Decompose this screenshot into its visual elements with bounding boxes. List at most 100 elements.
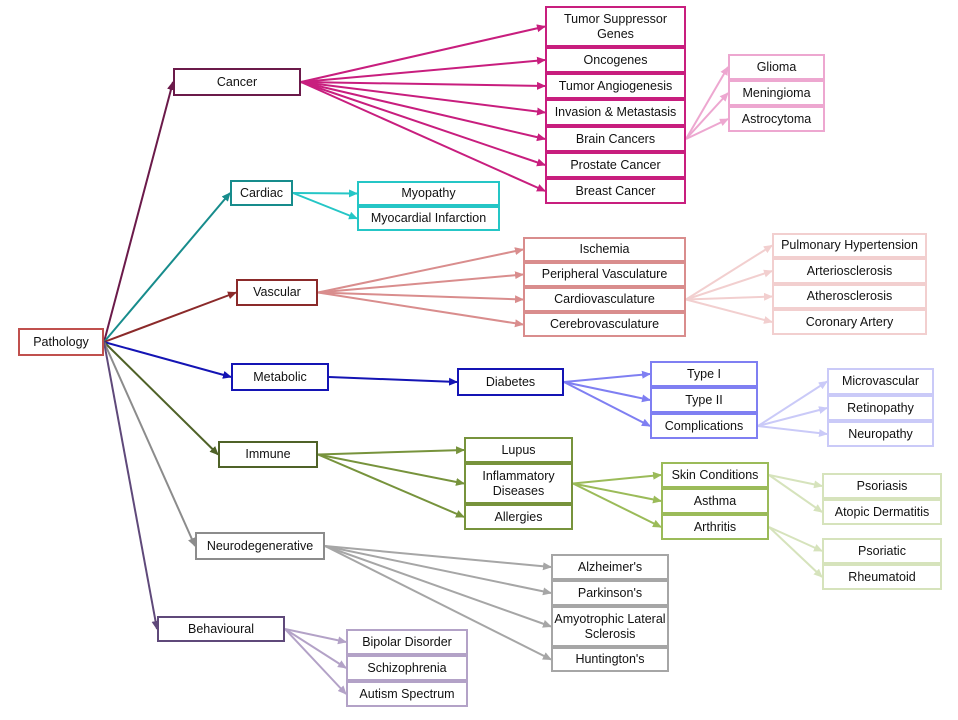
node-parkinson-s-label: Parkinson's — [577, 585, 643, 600]
node-arthritis: Arthritis — [661, 514, 769, 540]
connector-to-diabetes — [328, 376, 458, 386]
node-psoriasis: Psoriasis — [822, 473, 942, 499]
connector-to-bipolar-disorder — [284, 628, 347, 645]
node-diabetes-label: Diabetes — [485, 374, 536, 389]
category-node-behav-label: Behavioural — [187, 621, 254, 636]
node-oncogenes: Oncogenes — [545, 47, 686, 73]
node-bipolar-disorder: Bipolar Disorder — [346, 629, 468, 655]
node-schizophrenia-label: Schizophrenia — [367, 660, 447, 675]
connector-to-myopathy — [292, 189, 358, 198]
node-rheumatoid-label: Rheumatoid — [848, 569, 916, 584]
node-schizophrenia: Schizophrenia — [346, 655, 468, 681]
node-diabetes: Diabetes — [457, 368, 564, 396]
node-meningioma: Meningioma — [728, 80, 825, 106]
connector-to-psoriasis — [768, 474, 823, 489]
node-ischemia: Ischemia — [523, 237, 686, 262]
category-node-metabolic: Metabolic — [231, 363, 329, 391]
connector-root-to-metabolic — [103, 341, 232, 379]
node-bipolar-disorder-label: Bipolar Disorder — [362, 634, 452, 649]
node-coronary-artery: Coronary Artery — [772, 309, 927, 335]
node-tumor-suppressor-genes: Tumor Suppressor Genes — [545, 6, 686, 47]
connector-to-complications — [563, 381, 651, 427]
connector-to-atopic-dermatitis — [768, 474, 823, 513]
node-atopic-dermatitis-label: Atopic Dermatitis — [834, 504, 930, 519]
connector-to-type-ii — [563, 381, 651, 403]
root-node-pathology-label: Pathology — [33, 334, 89, 349]
node-autism-spectrum: Autism Spectrum — [346, 681, 468, 707]
node-peripheral-vasculature-label: Peripheral Vasculature — [541, 267, 668, 281]
node-tumor-angiogenesis-label: Tumor Angiogenesis — [558, 78, 673, 93]
connector-to-ischemia — [317, 247, 524, 294]
connector-to-oncogenes — [300, 56, 546, 83]
node-arteriosclerosis: Arteriosclerosis — [772, 258, 927, 284]
connector-to-type-i — [563, 370, 651, 383]
node-psoriatic: Psoriatic — [822, 538, 942, 564]
node-neuropathy-label: Neuropathy — [848, 426, 913, 441]
connector-root-to-cardiac — [103, 192, 231, 343]
node-retinopathy: Retinopathy — [827, 395, 934, 421]
connector-to-brain-cancers — [300, 81, 546, 142]
connector-to-prostate-cancer — [300, 81, 546, 167]
node-psoriasis-label: Psoriasis — [856, 478, 908, 493]
connector-to-amyotrophic-lateral-sclerosis — [324, 545, 552, 628]
category-node-cardiac: Cardiac — [230, 180, 293, 206]
connector-to-tumor-suppressor-genes — [300, 24, 546, 83]
category-node-cancer-label: Cancer — [216, 74, 258, 89]
category-node-immune-label: Immune — [245, 447, 291, 461]
connector-to-allergies — [317, 453, 465, 518]
node-myocardial-infarction-label: Myocardial Infarction — [370, 211, 487, 225]
node-retinopathy-label: Retinopathy — [847, 400, 914, 415]
node-brain-cancers-label: Brain Cancers — [575, 131, 656, 146]
node-astrocytoma: Astrocytoma — [728, 106, 825, 132]
connector-to-skin-conditions — [572, 471, 662, 485]
node-brain-cancers: Brain Cancers — [545, 126, 686, 152]
connector-to-microvascular — [757, 380, 828, 427]
connector-to-parkinson-s — [324, 545, 552, 596]
node-ischemia-label: Ischemia — [579, 242, 630, 256]
connector-to-arthritis — [572, 482, 662, 528]
node-atherosclerosis: Atherosclerosis — [772, 284, 927, 309]
node-lupus-label: Lupus — [501, 442, 536, 457]
connector-to-huntington-s — [324, 545, 552, 661]
connector-root-to-behav — [103, 341, 160, 630]
node-microvascular: Microvascular — [827, 368, 934, 395]
node-amyotrophic-lateral-sclerosis: Amyotrophic Lateral Sclerosis — [551, 606, 669, 647]
category-node-neuro: Neurodegenerative — [195, 532, 325, 560]
root-node-pathology: Pathology — [18, 328, 104, 356]
node-pulmonary-hypertension: Pulmonary Hypertension — [772, 233, 927, 258]
connector-to-pulmonary-hypertension — [685, 244, 773, 301]
node-prostate-cancer: Prostate Cancer — [545, 152, 686, 178]
connector-to-schizophrenia — [284, 628, 347, 669]
node-neuropathy: Neuropathy — [827, 421, 934, 447]
node-type-i: Type I — [650, 361, 758, 387]
node-tumor-angiogenesis: Tumor Angiogenesis — [545, 73, 686, 99]
node-alzheimer-s: Alzheimer's — [551, 554, 669, 580]
node-cerebrovasculature: Cerebrovasculature — [523, 312, 686, 337]
node-cardiovasculature-label: Cardiovasculature — [554, 292, 655, 306]
node-type-i-label: Type I — [686, 366, 722, 381]
connector-to-myocardial-infarction — [292, 192, 358, 220]
category-node-behav: Behavioural — [157, 616, 285, 642]
node-autism-spectrum-label: Autism Spectrum — [359, 686, 455, 701]
connector-root-to-vascular — [103, 291, 237, 343]
node-arteriosclerosis-label: Arteriosclerosis — [806, 263, 893, 278]
connector-to-arteriosclerosis — [685, 269, 773, 301]
connector-to-alzheimer-s — [324, 545, 552, 571]
node-breast-cancer: Breast Cancer — [545, 178, 686, 204]
connector-to-retinopathy — [757, 406, 828, 427]
node-cardiovasculature: Cardiovasculature — [523, 287, 686, 312]
category-node-vascular-label: Vascular — [253, 285, 301, 299]
connector-to-coronary-artery — [685, 298, 773, 324]
category-node-vascular: Vascular — [236, 279, 318, 306]
node-amyotrophic-lateral-sclerosis-label: Amyotrophic Lateral Sclerosis — [554, 611, 666, 641]
node-myopathy: Myopathy — [357, 181, 500, 206]
connector-to-asthma — [572, 482, 662, 504]
node-invasion-metastasis: Invasion & Metastasis — [545, 99, 686, 126]
node-atherosclerosis-label: Atherosclerosis — [806, 289, 893, 303]
connector-root-to-neuro — [103, 341, 196, 547]
node-complications: Complications — [650, 413, 758, 439]
category-node-cancer: Cancer — [173, 68, 301, 96]
connector-to-astrocytoma — [685, 118, 729, 140]
